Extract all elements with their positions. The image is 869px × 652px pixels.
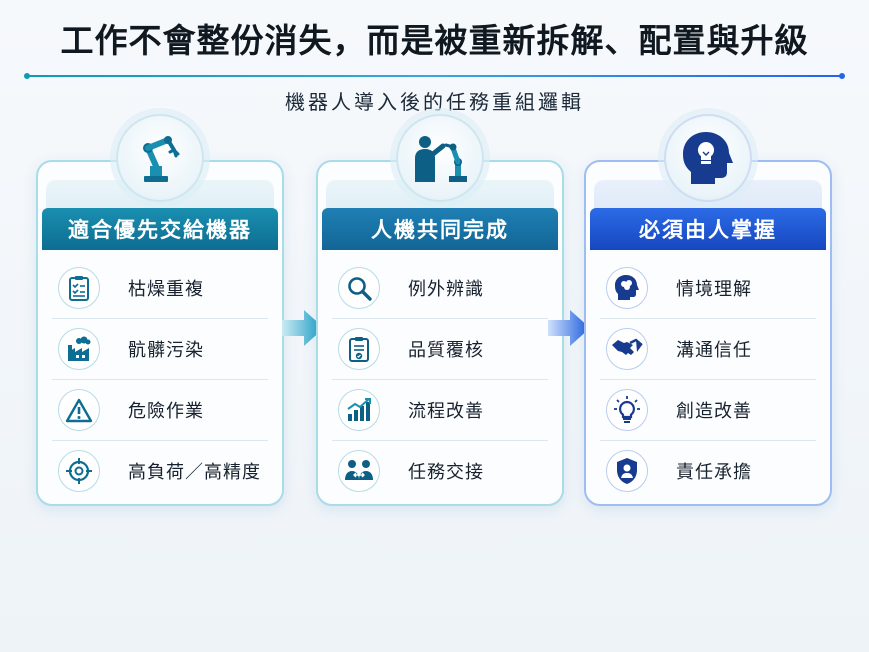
list-item: 例外辨識 bbox=[332, 258, 548, 319]
list-item: 創造改善 bbox=[600, 380, 816, 441]
flow-arrow-icon bbox=[282, 310, 324, 346]
title-divider bbox=[24, 73, 845, 79]
magnifier-icon bbox=[338, 267, 380, 309]
rising-chart-icon bbox=[338, 389, 380, 431]
page-title: 工作不會整份消失，而是被重新拆解、配置與升級 bbox=[60, 21, 809, 60]
list-item: 任務交接 bbox=[332, 441, 548, 501]
list-item: 責任承擔 bbox=[600, 441, 816, 501]
list-item: 情境理解 bbox=[600, 258, 816, 319]
handover-people-icon bbox=[338, 450, 380, 492]
clipboard-checklist-icon bbox=[58, 267, 100, 309]
column-header: 適合優先交給機器 bbox=[42, 208, 278, 250]
column-header: 必須由人掌握 bbox=[590, 208, 826, 250]
item-label: 任務交接 bbox=[408, 462, 484, 483]
list-item: 品質覆核 bbox=[332, 319, 548, 380]
factory-icon bbox=[58, 328, 100, 370]
item-label: 骯髒污染 bbox=[128, 340, 204, 361]
column-machine-first: 適合優先交給機器 枯燥重複 骯髒污染 危險作業 高負荷／高精度 bbox=[36, 160, 284, 506]
item-label: 品質覆核 bbox=[408, 340, 484, 361]
list-item: 枯燥重複 bbox=[52, 258, 268, 319]
shield-person-icon bbox=[606, 450, 648, 492]
page-subtitle: 機器人導入後的任務重組邏輯 bbox=[285, 90, 584, 114]
item-label: 溝通信任 bbox=[676, 340, 752, 361]
head-brain-icon bbox=[606, 267, 648, 309]
column-header: 人機共同完成 bbox=[322, 208, 558, 250]
handshake-icon bbox=[606, 328, 648, 370]
lightbulb-icon bbox=[606, 389, 648, 431]
item-label: 創造改善 bbox=[676, 401, 752, 422]
item-label: 流程改善 bbox=[408, 401, 484, 422]
column-human-machine: 人機共同完成 例外辨識 品質覆核 流程改善 任務交接 bbox=[316, 160, 564, 506]
head-lightbulb-icon bbox=[664, 114, 752, 202]
list-item: 溝通信任 bbox=[600, 319, 816, 380]
crosshair-target-icon bbox=[58, 450, 100, 492]
robot-arm-icon bbox=[116, 114, 204, 202]
item-label: 情境理解 bbox=[676, 279, 752, 300]
list-item: 危險作業 bbox=[52, 380, 268, 441]
warning-triangle-icon bbox=[58, 389, 100, 431]
item-label: 危險作業 bbox=[128, 401, 204, 422]
list-item: 高負荷／高精度 bbox=[52, 441, 268, 501]
item-label: 責任承擔 bbox=[676, 462, 752, 483]
list-item: 流程改善 bbox=[332, 380, 548, 441]
list-item: 骯髒污染 bbox=[52, 319, 268, 380]
clipboard-check-icon bbox=[338, 328, 380, 370]
flow-arrow-icon bbox=[548, 310, 590, 346]
human-robot-collaboration-icon bbox=[396, 114, 484, 202]
item-label: 枯燥重複 bbox=[128, 279, 204, 300]
column-human-must: 必須由人掌握 情境理解 溝通信任 創造改善 責任承擔 bbox=[584, 160, 832, 506]
item-label: 例外辨識 bbox=[408, 279, 484, 300]
item-label: 高負荷／高精度 bbox=[128, 462, 261, 483]
